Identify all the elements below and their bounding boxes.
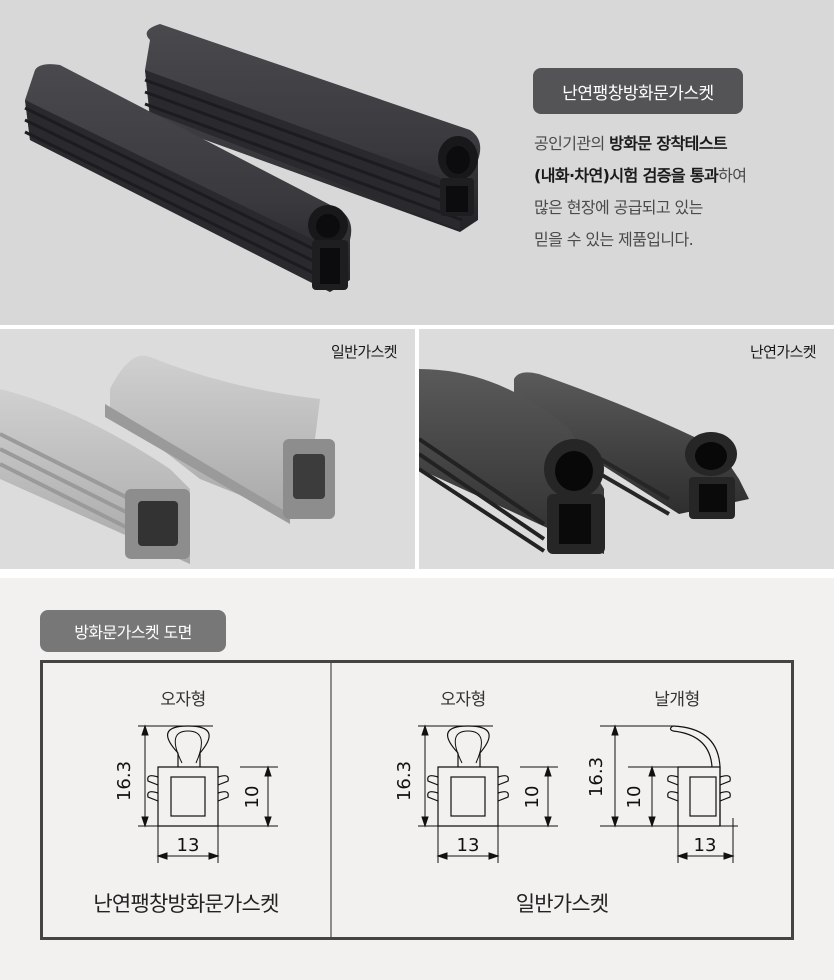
flame-retardant-gasket-photo: 난연가스켓	[419, 329, 834, 569]
flame-retardant-group-title: 난연팽창방화문가스켓	[93, 892, 279, 916]
group-divider	[330, 663, 332, 937]
description-line: (내화·차연)시험 검증을 통과하여	[534, 166, 747, 185]
wing-type-drawing: 16.3 10 13	[586, 724, 738, 863]
drawing-badge: 방화문가스켓 도면	[40, 610, 226, 652]
black-gasket-image	[419, 369, 749, 554]
black-gasket-photo	[24, 24, 481, 292]
svg-text:16.3: 16.3	[394, 761, 415, 801]
general-group-title: 일반가스켓	[515, 892, 609, 916]
gray-gasket-image	[0, 355, 335, 564]
hero-section: 난연팽창방화문가스켓 공인기관의 방화문 장착테스트 (내화·차연)시험 검증을 …	[0, 0, 834, 325]
diagram-title: 오자형	[440, 690, 486, 710]
description-line: 많은 현장에 공급되고 있는	[534, 198, 703, 217]
diagram-title: 오자형	[160, 690, 206, 710]
svg-text:13: 13	[177, 835, 200, 856]
svg-text:10: 10	[242, 786, 263, 809]
svg-text:13: 13	[457, 835, 480, 856]
svg-text:16.3: 16.3	[586, 757, 607, 797]
diagram-title: 날개형	[654, 690, 700, 710]
svg-text:10: 10	[522, 786, 543, 809]
svg-text:10: 10	[624, 786, 645, 809]
description-line: 믿을 수 있는 제품입니다.	[534, 230, 694, 249]
svg-text:16.3: 16.3	[114, 761, 135, 801]
drawing-section: 방화문가스켓 도면 오자형 오자형 날개형	[0, 578, 834, 980]
drawing-frame: 오자형 오자형 날개형 16.3 10 13	[40, 660, 794, 940]
flame-retardant-gasket-label: 난연가스켓	[749, 343, 817, 361]
general-gasket-label: 일반가스켓	[330, 343, 398, 361]
description-line: 공인기관의 방화문 장착테스트	[534, 134, 728, 153]
o-type-drawing: 16.3 10 13	[114, 724, 278, 863]
svg-text:13: 13	[694, 835, 717, 856]
o-type-drawing: 16.3 10 13	[394, 724, 558, 863]
general-gasket-photo: 일반가스켓	[0, 329, 415, 569]
product-badge: 난연팽창방화문가스켓	[533, 68, 743, 114]
